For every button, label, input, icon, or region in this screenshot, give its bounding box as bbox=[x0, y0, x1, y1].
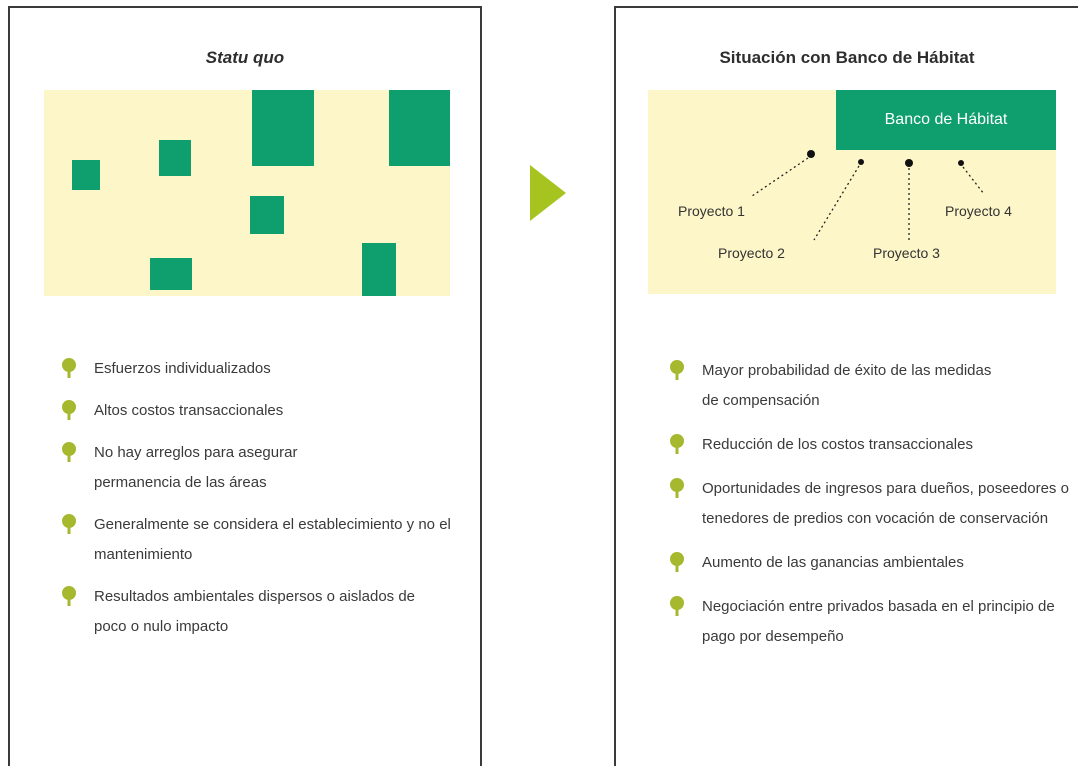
project-2-dot bbox=[858, 159, 864, 165]
project-connectors bbox=[751, 150, 985, 241]
list-item-text: Esfuerzos individualizados bbox=[94, 360, 271, 377]
list-item: Generalmente se considera el establecimi… bbox=[60, 510, 474, 570]
list-item-text: Oportunidades de ingresos para dueños, p… bbox=[702, 480, 1069, 527]
list-item-text: Aumento de las ganancias ambientales bbox=[702, 554, 964, 571]
list-item: Aumento de las ganancias ambientales bbox=[668, 548, 1078, 578]
habitat-bank-box: Banco de Hábitat bbox=[836, 90, 1056, 150]
project-1-label: Proyecto 1 bbox=[678, 203, 745, 219]
project-1-connector bbox=[751, 157, 809, 197]
habitat-patch bbox=[252, 90, 314, 166]
project-2-label: Proyecto 2 bbox=[718, 245, 785, 261]
habitat-bank-title: Situación con Banco de Hábitat bbox=[719, 48, 975, 67]
project-3-label: Proyecto 3 bbox=[873, 245, 940, 261]
tree-icon bbox=[670, 478, 684, 498]
habitat-patch bbox=[389, 90, 450, 166]
list-item: Resultados ambientales dispersos o aisla… bbox=[60, 582, 424, 642]
project-2-connector bbox=[813, 165, 860, 241]
tree-icon bbox=[62, 514, 76, 534]
habitat-patch bbox=[250, 196, 284, 234]
habitat-patch bbox=[159, 140, 191, 176]
habitat-bank-list: Mayor probabilidad de éxito de las medid… bbox=[668, 356, 1078, 666]
habitat-patch bbox=[72, 160, 100, 190]
tree-icon bbox=[62, 442, 76, 462]
list-item-text: No hay arreglos para asegurar permanenci… bbox=[94, 444, 298, 491]
list-item: Reducción de los costos transaccionales bbox=[668, 430, 1078, 460]
tree-icon bbox=[670, 596, 684, 616]
list-item-text: Altos costos transaccionales bbox=[94, 402, 284, 419]
statu-quo-title: Statu quo bbox=[205, 48, 285, 67]
tree-icon bbox=[62, 400, 76, 420]
fragmented-landscape bbox=[44, 90, 450, 296]
list-item-text: Negociación entre privados basada en el … bbox=[702, 598, 1055, 645]
list-item: Oportunidades de ingresos para dueños, p… bbox=[668, 474, 1072, 534]
list-item-text: Resultados ambientales dispersos o aisla… bbox=[94, 588, 416, 635]
tree-icon bbox=[670, 434, 684, 454]
list-item: Negociación entre privados basada en el … bbox=[668, 592, 1072, 652]
list-item-text: Reducción de los costos transaccionales bbox=[702, 436, 973, 453]
project-1-dot bbox=[807, 150, 815, 158]
list-item: Altos costos transaccionales bbox=[60, 396, 470, 426]
play-arrow-icon bbox=[530, 165, 566, 221]
tree-icon bbox=[62, 586, 76, 606]
habitat-patch bbox=[362, 243, 396, 296]
tree-icon bbox=[670, 360, 684, 380]
tree-icon bbox=[670, 552, 684, 572]
habitat-bank-panel: Situación con Banco de Hábitat Banco de … bbox=[614, 6, 1078, 766]
list-item-text: Mayor probabilidad de éxito de las medid… bbox=[702, 362, 992, 409]
statu-quo-panel: Statu quo Esfuerzos individualizados Alt… bbox=[8, 6, 482, 766]
project-3-dot bbox=[905, 159, 913, 167]
project-4-label: Proyecto 4 bbox=[945, 203, 1012, 219]
list-item-text: Generalmente se considera el establecimi… bbox=[94, 516, 451, 563]
statu-quo-list: Esfuerzos individualizados Altos costos … bbox=[60, 354, 470, 654]
habitat-patch bbox=[150, 258, 192, 290]
tree-icon bbox=[62, 358, 76, 378]
list-item: Esfuerzos individualizados bbox=[60, 354, 470, 384]
list-item: No hay arreglos para asegurar permanenci… bbox=[60, 438, 384, 498]
list-item: Mayor probabilidad de éxito de las medid… bbox=[668, 356, 1002, 416]
habitat-bank-label: Banco de Hábitat bbox=[884, 111, 1008, 128]
project-4-connector bbox=[962, 166, 985, 195]
bank-landscape: Banco de Hábitat Proyecto 1 Proyecto 2 P… bbox=[648, 90, 1056, 294]
project-4-dot bbox=[958, 160, 964, 166]
